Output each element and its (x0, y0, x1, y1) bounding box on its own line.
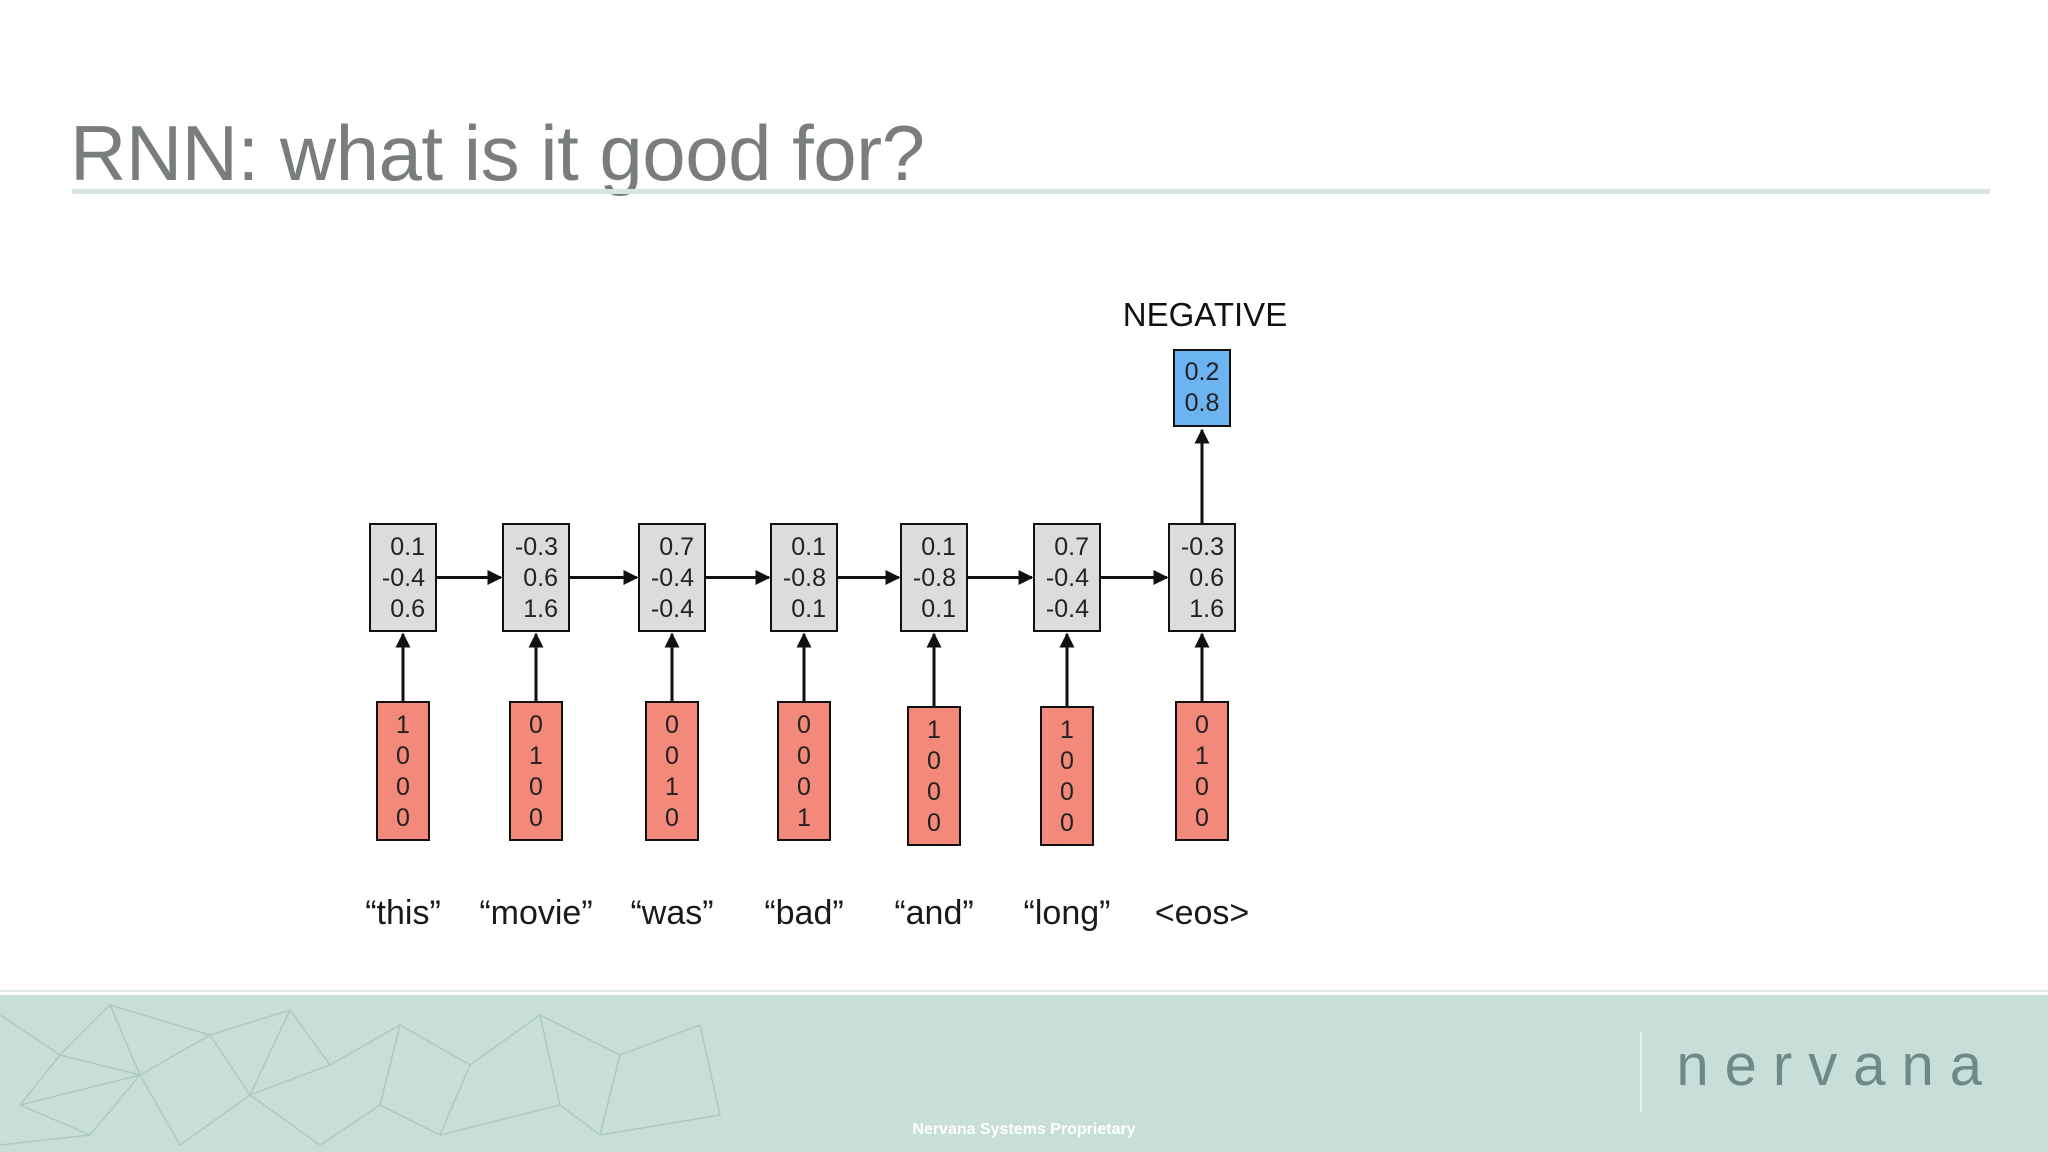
hidden-state-value: -0.3 (1181, 533, 1224, 561)
input-vector-value: 0 (797, 742, 811, 770)
hidden-state-value: -0.8 (913, 564, 956, 592)
input-word-label: “long” (1024, 894, 1111, 932)
hidden-state-value: 0.6 (523, 564, 558, 592)
input-vector-box (645, 701, 699, 841)
input-vector-value: 0 (529, 773, 543, 801)
footer-network-pattern (0, 1003, 721, 1146)
hidden-state-value: 0.1 (791, 533, 826, 561)
input-vector-box (1040, 706, 1094, 846)
input-vector-value: 0 (1060, 747, 1074, 775)
input-vector-value: 0 (1195, 711, 1209, 739)
input-word-label: “this” (365, 894, 441, 932)
hidden-state-value: -0.4 (1046, 595, 1089, 623)
input-vector-value: 0 (665, 711, 679, 739)
slide-title: RNN: what is it good for? (70, 109, 925, 197)
hidden-state-box (770, 523, 838, 632)
input-vector-value: 1 (1060, 716, 1074, 744)
input-vector-box (509, 701, 563, 841)
hidden-state-value: 0.6 (1189, 564, 1224, 592)
hidden-state-box (502, 523, 570, 632)
input-vector-value: 1 (1195, 742, 1209, 770)
hidden-state-value: 0.1 (921, 533, 956, 561)
input-vector-value: 1 (665, 773, 679, 801)
input-vector-value: 0 (1060, 809, 1074, 837)
input-vector-value: 0 (396, 773, 410, 801)
diagram-nodes: 0.1 -0.4 0.6 1 0 0 0 “this” -0.3 0.6 1.6 0 1 0 0 “movie… (365, 349, 1250, 932)
input-word-label: “movie” (479, 894, 592, 932)
input-word-label: “bad” (764, 894, 843, 932)
input-vector-value: 0 (1060, 778, 1074, 806)
hidden-state-value: -0.4 (382, 564, 425, 592)
input-vector-box (1175, 701, 1229, 841)
hidden-state-box (1033, 523, 1101, 632)
footer-proprietary-text: Nervana Systems Proprietary (912, 1121, 1136, 1138)
input-vector-value: 0 (927, 747, 941, 775)
input-vector-value: 0 (797, 711, 811, 739)
hidden-state-value: 0.7 (659, 533, 694, 561)
input-vector-value: 0 (927, 778, 941, 806)
hidden-state-box (369, 523, 437, 632)
hidden-state-box (900, 523, 968, 632)
input-vector-box (777, 701, 831, 841)
input-vector-value: 1 (396, 711, 410, 739)
diagram-edges (395, 428, 1210, 707)
input-vector-value: 1 (529, 742, 543, 770)
input-word-label: <eos> (1155, 894, 1250, 932)
hidden-state-value: 0.1 (921, 595, 956, 623)
hidden-state-box (638, 523, 706, 632)
hidden-state-value: 0.7 (1054, 533, 1089, 561)
input-word-label: “and” (894, 894, 973, 932)
hidden-state-value: 1.6 (523, 595, 558, 623)
input-vector-value: 0 (665, 804, 679, 832)
title-underline (72, 189, 1990, 194)
brand-separator (1640, 1032, 1642, 1112)
footer-band (0, 995, 2048, 1152)
hidden-state-value: -0.4 (651, 564, 694, 592)
output-class-label: NEGATIVE (1123, 296, 1287, 333)
input-vector-value: 0 (1195, 773, 1209, 801)
output-vector-value: 0.8 (1185, 389, 1220, 417)
input-word-label: “was” (630, 894, 713, 932)
output-vector-box (1173, 349, 1231, 427)
input-vector-value: 0 (665, 742, 679, 770)
nervana-logo: nervana (1676, 1033, 1998, 1098)
input-vector-box (907, 706, 961, 846)
input-vector-value: 0 (396, 804, 410, 832)
input-vector-value: 1 (797, 804, 811, 832)
hidden-state-value: 0.1 (390, 533, 425, 561)
hidden-state-value: -0.4 (651, 595, 694, 623)
input-vector-value: 0 (797, 773, 811, 801)
input-vector-value: 0 (1195, 804, 1209, 832)
hidden-state-value: 0.6 (390, 595, 425, 623)
input-vector-value: 1 (927, 716, 941, 744)
input-vector-value: 0 (396, 742, 410, 770)
hidden-state-value: -0.3 (515, 533, 558, 561)
hidden-state-value: -0.8 (783, 564, 826, 592)
hidden-state-value: 0.1 (791, 595, 826, 623)
hidden-state-value: 1.6 (1189, 595, 1224, 623)
output-vector-value: 0.2 (1185, 358, 1220, 386)
footer-divider (0, 990, 2048, 992)
input-vector-value: 0 (529, 711, 543, 739)
hidden-state-value: -0.4 (1046, 564, 1089, 592)
hidden-state-box (1168, 523, 1236, 632)
input-vector-value: 0 (927, 809, 941, 837)
input-vector-value: 0 (529, 804, 543, 832)
input-vector-box (376, 701, 430, 841)
